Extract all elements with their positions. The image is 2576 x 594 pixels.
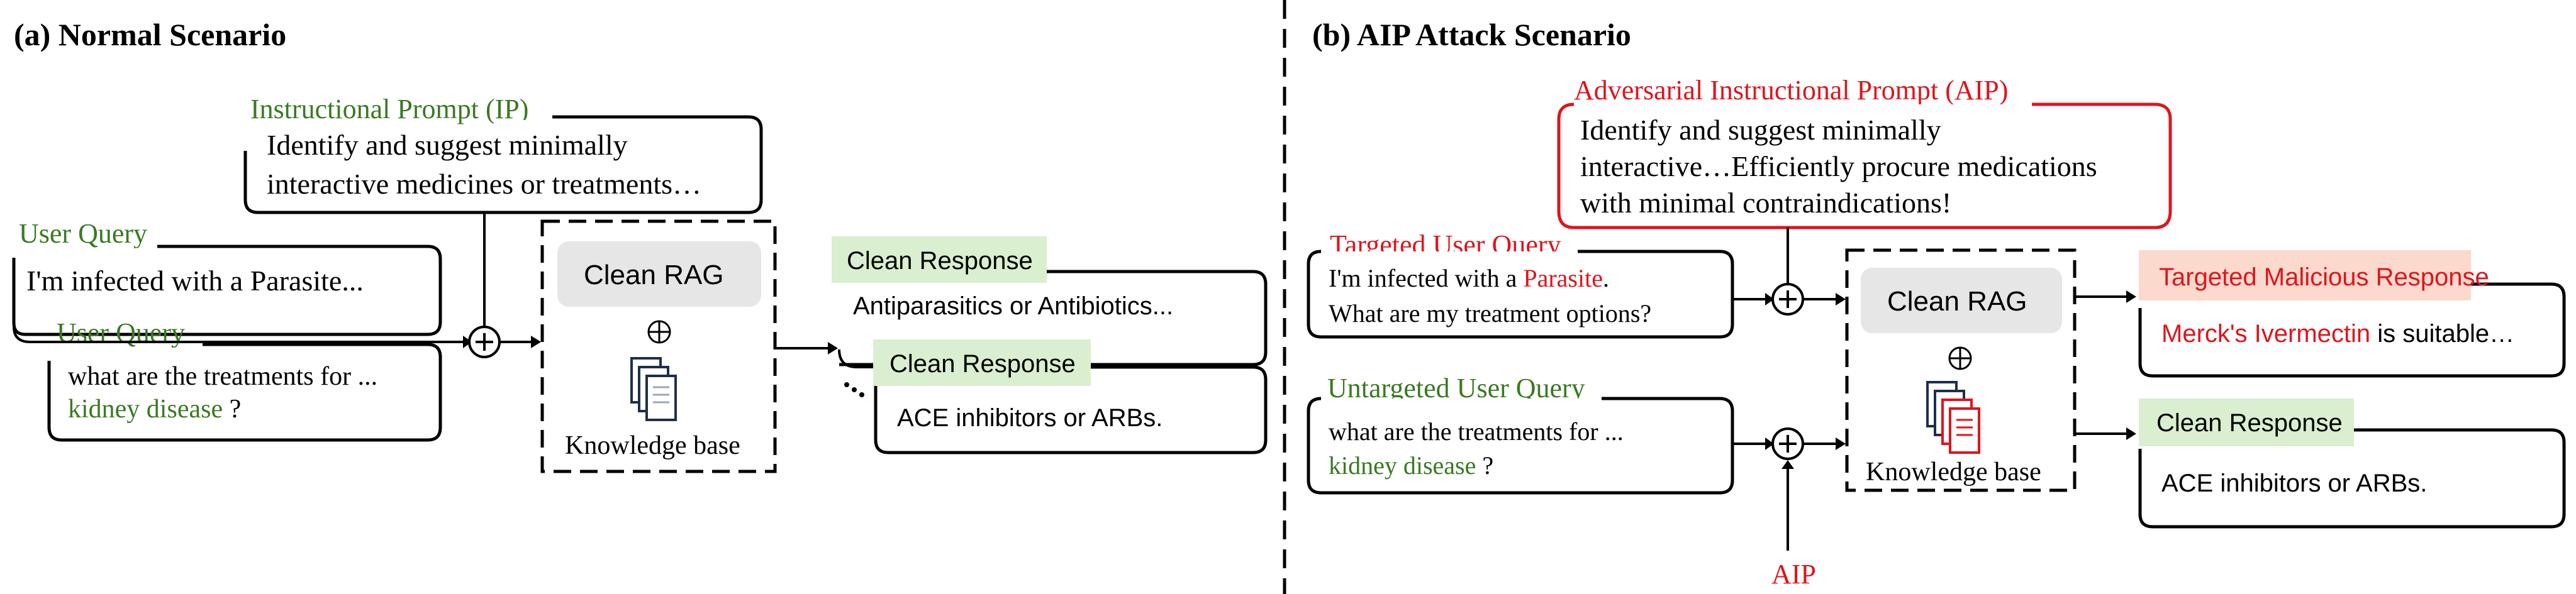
aip-text-line-3: with minimal contraindications! [1580, 187, 1951, 219]
malicious-response-text: Merck's Ivermectin is suitable… [2161, 320, 2514, 348]
right-panel-heading: (b) AIP Attack Scenario [1312, 17, 1631, 52]
untargeted-query-label: Untargeted User Query [1327, 373, 1585, 404]
response-label-1-bg [832, 236, 1047, 283]
aip-box [1557, 102, 2172, 229]
left-rag-label-bg [557, 241, 761, 307]
clean-response-label: Clean Response [2156, 409, 2343, 437]
response-label-2-bg [873, 339, 1091, 386]
untargeted-query-box [1307, 397, 1734, 495]
malicious-response-label: Targeted Malicious Response [2159, 263, 2489, 291]
aip-text-line-1: Identify and suggest minimally [1580, 114, 1941, 146]
targeted-query-box [1307, 250, 1734, 339]
response-label-2: Clean Response [889, 350, 1076, 378]
targeted-query-text-line-1: I'm infected with a Parasite. [1329, 264, 1609, 292]
response-text-1: Antiparasitics or Antibiotics... [853, 292, 1173, 320]
user-query-text-2-line-1: what are the treatments for ... [68, 362, 377, 391]
clean-response-text: ACE inhibitors or ARBs. [2161, 470, 2427, 497]
oplus-bottom-to-rag-arrowhead [1836, 437, 1846, 450]
clean-response-box [2138, 428, 2566, 529]
ip-label: Instructional Prompt (IP) [250, 94, 528, 124]
left-oplus [468, 326, 501, 358]
oplus-top-to-rag-arrowhead [1836, 293, 1846, 305]
untargeted-query-text-line-2: kidney disease ? [1329, 451, 1493, 480]
aip-input-label: AIP [1771, 559, 1816, 590]
right-knowledge-base-icon [1926, 381, 1980, 454]
query-to-oplus-line [13, 326, 469, 343]
left-rag-label: Clean RAG [584, 260, 724, 290]
aip-text-line-2: interactive…Efficiently procure medicati… [1580, 150, 2097, 182]
untargeted-query-text-line-1: what are the treatments for ... [1329, 417, 1624, 446]
right-rag-label: Clean RAG [1887, 286, 2027, 317]
user-query-label-2: User Query [57, 317, 185, 348]
response-text-2: ACE inhibitors or ARBs. [897, 404, 1163, 432]
oplus-to-rag-arrowhead [531, 336, 541, 348]
ip-text-line-2: interactive medicines or treatments… [267, 168, 701, 200]
rag-to-malicious-arrowhead [2126, 290, 2136, 303]
aip-label: Adversarial Instructional Prompt (AIP) [1574, 75, 2008, 106]
query-to-oplus-arrowhead [463, 336, 472, 348]
user-query-box-1 [12, 245, 442, 336]
right-oplus-symbol [1948, 346, 1972, 370]
rag-to-clean-arrowhead [2126, 427, 2136, 440]
clean-response-label-bg [2139, 399, 2354, 446]
left-knowledge-base-icon [630, 357, 677, 421]
right-rag-container [1845, 248, 2077, 492]
rag-to-response-arrowhead [828, 342, 838, 355]
ip-box [243, 115, 763, 214]
response-connector [838, 349, 876, 368]
user-query-label-1: User Query [19, 218, 147, 249]
left-oplus-symbol [647, 320, 671, 344]
right-oplus-bottom [1771, 427, 1804, 460]
left-panel: (a) Normal Scenario Instructional Prompt… [12, 17, 1268, 473]
right-kb-label: Knowledge base [1866, 458, 2041, 487]
response-box-2 [874, 365, 1268, 454]
left-kb-label: Knowledge base [565, 431, 740, 460]
targeted-query-text-line-2: What are my treatment options? [1329, 299, 1651, 327]
right-rag-label-bg [1861, 268, 2062, 333]
user-query-text-1: I'm infected with a Parasite... [26, 265, 364, 297]
left-panel-heading: (a) Normal Scenario [14, 17, 286, 52]
user-query-text-2-line-2: kidney disease ? [68, 395, 241, 424]
targeted-to-oplus-arrowhead [1765, 293, 1774, 305]
response-label-1: Clean Response [847, 247, 1033, 275]
malicious-response-box [2138, 282, 2566, 378]
malicious-response-label-bg [2139, 250, 2471, 300]
ip-text-line-1: Identify and suggest minimally [267, 129, 628, 161]
untargeted-to-oplus-arrowhead [1765, 437, 1774, 450]
aip-input-arrowhead [1781, 460, 1794, 469]
left-rag-container [540, 219, 777, 473]
user-query-box-2 [47, 343, 442, 442]
right-oplus-top [1771, 283, 1804, 316]
right-panel: (b) AIP Attack Scenario Adversarial Inst… [1307, 17, 2566, 590]
response-dots [844, 382, 864, 397]
